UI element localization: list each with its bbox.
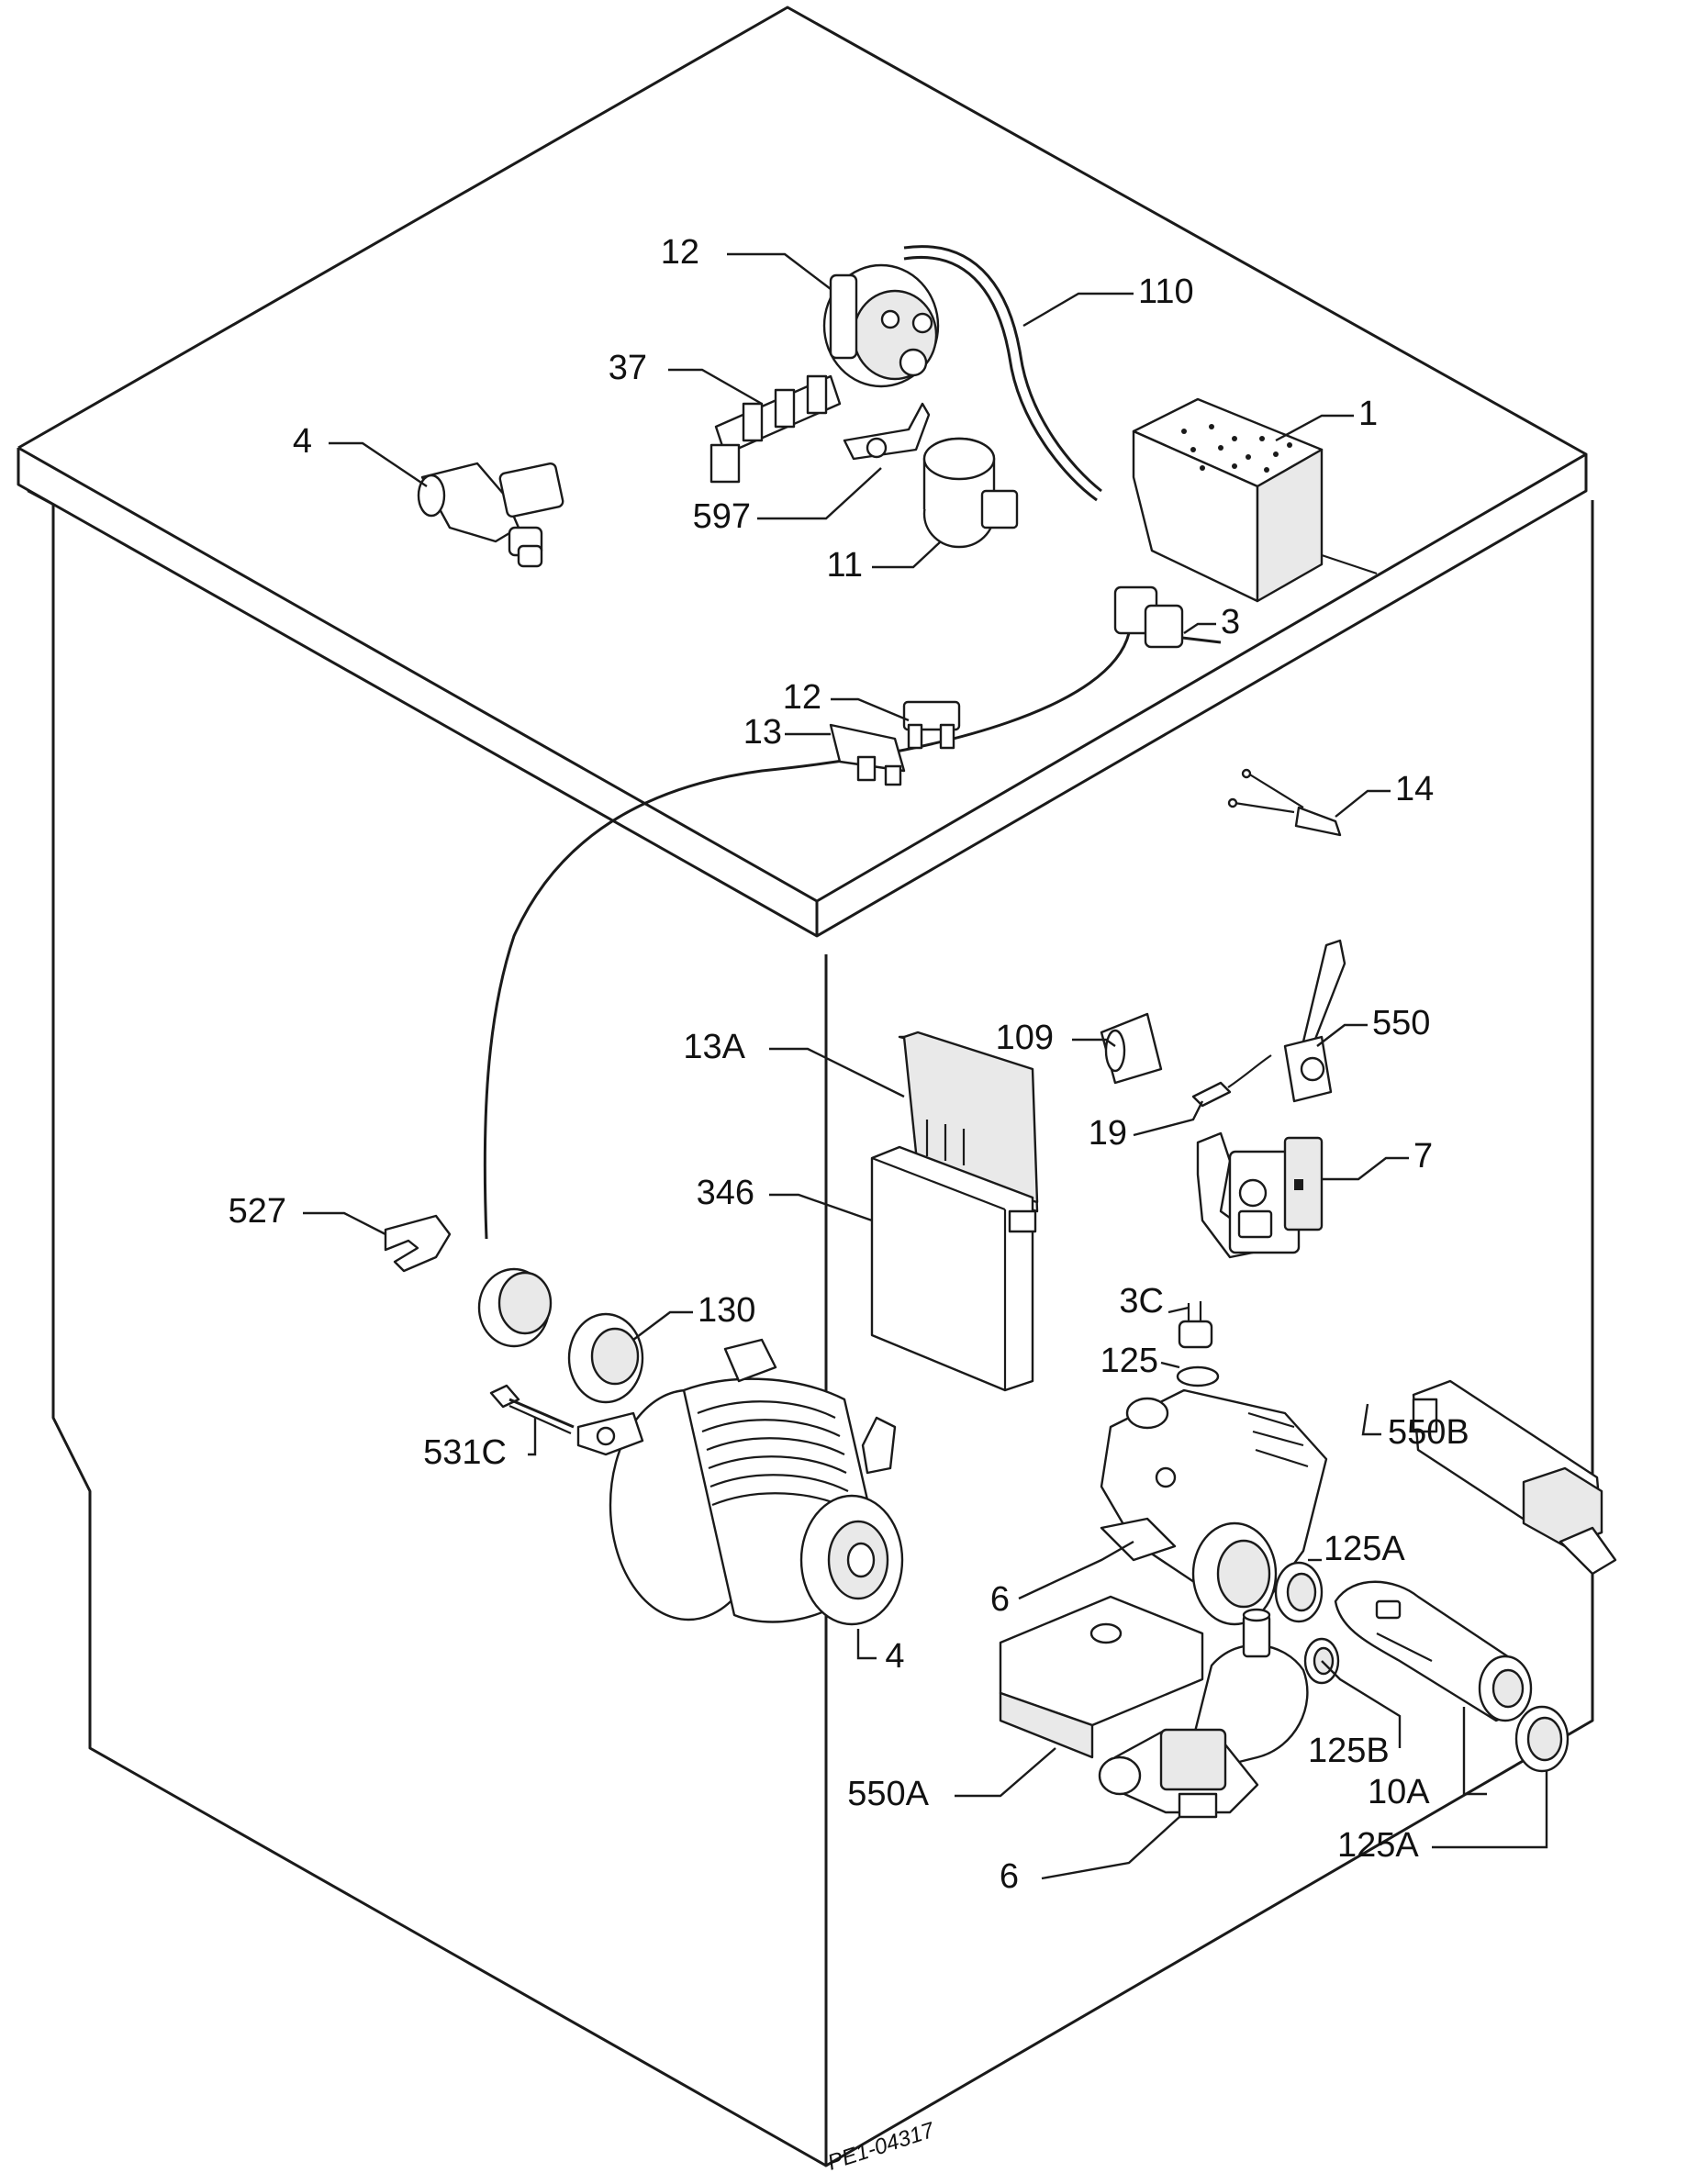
label-1: 1 — [1358, 395, 1378, 433]
label-531c: 531C — [423, 1433, 507, 1472]
drawing-code: PE1-04317 — [825, 2117, 939, 2175]
inlet-valve-part — [417, 462, 564, 568]
label-550a: 550A — [847, 1775, 929, 1813]
connector-13-part — [902, 700, 961, 750]
label-527: 527 — [229, 1192, 286, 1231]
door-lock-part — [1196, 1131, 1324, 1259]
motor-part — [576, 1338, 904, 1626]
drain-pump-part — [1098, 1608, 1309, 1819]
label-19: 14 — [1395, 770, 1434, 808]
label-12: 12 — [661, 233, 699, 272]
label-125a-bottom: 125A — [1337, 1826, 1419, 1865]
cap-109-part — [1100, 1012, 1163, 1085]
label-550b: 550B — [1388, 1413, 1469, 1452]
bracket-550b-part — [1412, 1379, 1617, 1576]
label-109: 109 — [996, 1019, 1054, 1057]
label-125a-top: 125A — [1324, 1530, 1405, 1568]
programmer-part — [1132, 397, 1378, 603]
label-125: 125 — [1100, 1342, 1158, 1380]
cable-grommet-part — [477, 1267, 553, 1348]
label-10a: 10A — [1368, 1773, 1430, 1811]
label-7: 7 — [1413, 1137, 1433, 1176]
gasket-125a-top-part — [1274, 1561, 1324, 1623]
label-130: 130 — [698, 1291, 755, 1330]
lever-550-part — [1283, 939, 1346, 1103]
label-597: 597 — [693, 497, 751, 536]
label-13a: 13 — [743, 713, 782, 752]
label-11: 11 — [827, 546, 863, 585]
label-14: 13A — [683, 1028, 745, 1066]
terminal-strip-part — [709, 374, 842, 484]
label-4: 4 — [885, 1637, 904, 1676]
cover-550a-part — [999, 1595, 1204, 1759]
screw-531c-part — [489, 1384, 575, 1435]
capacitor-part — [922, 437, 1019, 549]
label-5: 4 — [293, 422, 312, 461]
pipe-10a-part — [1334, 1580, 1533, 1722]
label-125b: 125B — [1308, 1732, 1390, 1770]
pressure-switch-part — [822, 263, 940, 388]
label-3: 3 — [1221, 603, 1240, 641]
gasket-125a-bottom-part — [1514, 1705, 1570, 1773]
sensor-19a-part — [1191, 1054, 1272, 1108]
clip-527-part — [384, 1214, 452, 1273]
switch-3-part — [483, 585, 1222, 1240]
sensor-3c-part — [1176, 1301, 1220, 1387]
label-550: 550 — [1372, 1004, 1430, 1042]
label-110: 110 — [1138, 273, 1194, 311]
label-3c: 3C — [1119, 1282, 1164, 1320]
label-13: 12 — [783, 678, 821, 717]
part-labels: 12 110 37 4 1 597 11 3 12 13 14 550 109 … — [229, 233, 1469, 1896]
label-346: 346 — [697, 1174, 754, 1212]
clip-597-part — [843, 402, 931, 461]
label-19a: 19 — [1089, 1114, 1127, 1153]
label-37: 37 — [609, 349, 647, 387]
connector-13a-part — [829, 723, 906, 786]
bushing-130-part — [567, 1312, 644, 1404]
leader-lines — [303, 252, 1548, 1880]
temperature-sensor-part — [1227, 768, 1342, 837]
dispenser-housing-part — [870, 1145, 1037, 1392]
pump-housing-part — [1100, 1388, 1328, 1626]
pressure-hose-part — [903, 245, 1102, 502]
label-6a: 6 — [990, 1580, 1010, 1619]
label-6: 6 — [1000, 1857, 1019, 1896]
